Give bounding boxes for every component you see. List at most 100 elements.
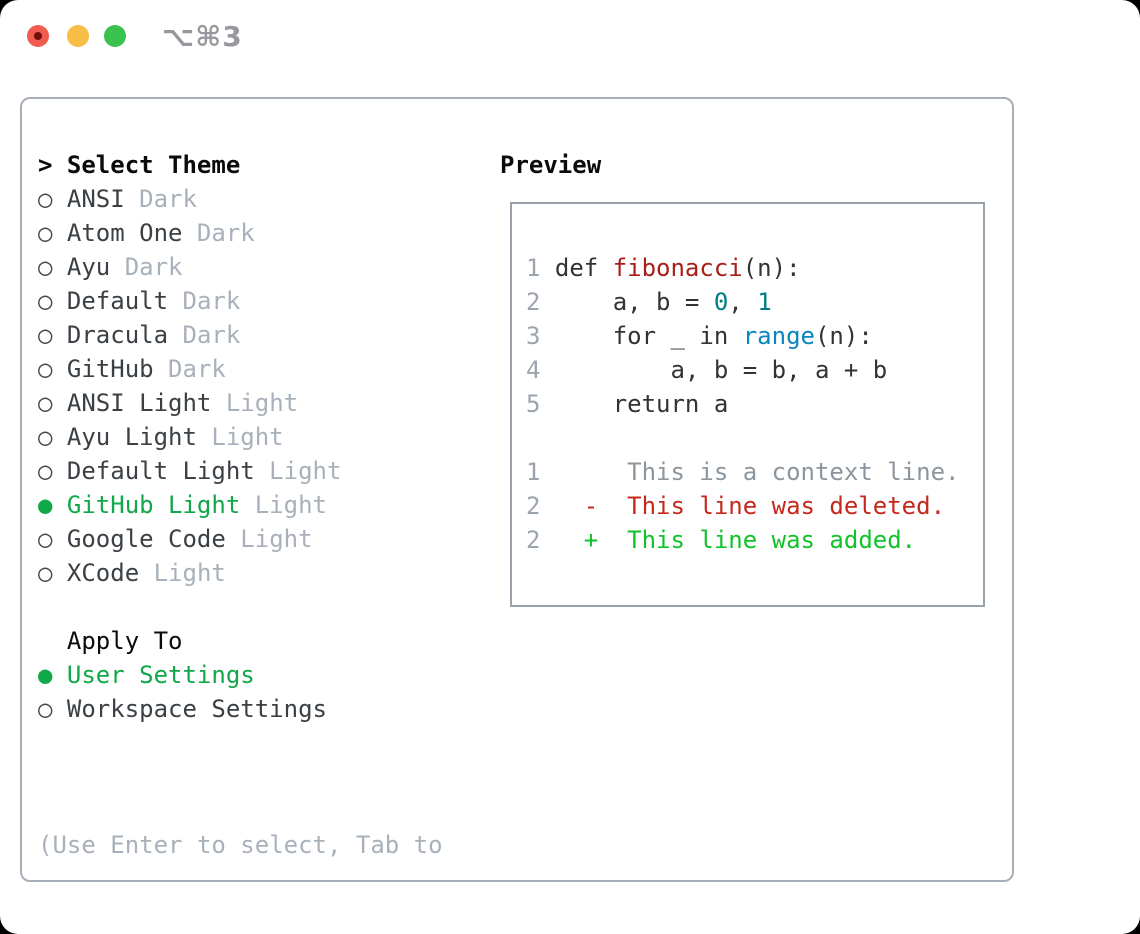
prompt-icon: >	[38, 151, 53, 179]
select-theme-header: > Select Theme	[38, 148, 341, 182]
code-segment: return a	[554, 390, 729, 418]
theme-name: User Settings	[66, 661, 255, 689]
radio-icon: ○	[38, 185, 53, 213]
theme-name: Atom One	[66, 219, 183, 247]
theme-name: Ayu	[66, 253, 111, 281]
theme-name: GitHub	[66, 355, 154, 383]
theme-name: GitHub Light	[66, 491, 241, 519]
apply-to-spacer	[38, 624, 67, 658]
line-number: 2	[526, 526, 541, 554]
code-segment: for _ in	[554, 322, 743, 350]
theme-list: ○ANSI Dark ○Atom One Dark ○Ayu Dark ○Def…	[38, 182, 341, 590]
code-segment: This is a context line.	[554, 458, 960, 486]
theme-variant: Dark	[124, 185, 197, 213]
theme-list-item[interactable]: ○ Google Code Light	[38, 522, 341, 556]
theme-variant: Dark	[110, 253, 183, 281]
radio-icon: ○	[38, 253, 53, 281]
radio-icon: ○	[38, 525, 53, 553]
preview-box: 1 def fibonacci(n): 2 a, b = 0, 1 3 for …	[510, 202, 985, 607]
line-number: 2	[526, 288, 541, 316]
theme-name: ANSI	[66, 185, 125, 213]
radio-icon: ●	[38, 491, 53, 519]
theme-name: Workspace Settings	[66, 695, 327, 723]
code-line: 2 - This line was deleted.	[526, 489, 983, 523]
theme-name: Default	[66, 287, 169, 315]
code-line: 1 This is a context line.	[526, 455, 983, 489]
theme-variant: Dark	[153, 355, 226, 383]
line-number: 1	[526, 254, 541, 282]
code-line: 2 a, b = 0, 1	[526, 285, 983, 319]
theme-picker-panel: >Select Theme ○ANSI Dark ○Atom One Dark …	[20, 97, 1014, 934]
code-segment: (n):	[742, 254, 801, 282]
radio-icon: ○	[38, 559, 53, 587]
theme-variant: Light	[225, 525, 313, 553]
theme-list-item[interactable]: ○Dracula Dark	[38, 318, 341, 352]
theme-name: ANSI Light	[66, 389, 212, 417]
minimize-button[interactable]	[67, 25, 89, 47]
select-theme-title: Select Theme	[66, 151, 241, 179]
apply-to-title: Apply To	[66, 627, 183, 655]
theme-list-item[interactable]: ○ Ayu Dark	[38, 250, 341, 284]
help-line: (Use Enter to select, Tab to	[38, 831, 443, 859]
theme-variant: Light	[211, 389, 299, 417]
line-number: 1	[526, 458, 541, 486]
theme-variant: Light	[196, 423, 284, 451]
code-line	[526, 421, 983, 455]
code-line: 2 + This line was added.	[526, 523, 983, 557]
line-number: 5	[526, 390, 541, 418]
theme-list-item[interactable]: ○Default Light Light	[38, 454, 341, 488]
theme-list-item[interactable]: ○ Workspace Settings	[38, 692, 327, 726]
code-line: 3 for _ in range(n):	[526, 319, 983, 353]
code-preview: 1 def fibonacci(n): 2 a, b = 0, 1 3 for …	[526, 251, 983, 557]
preview-title: Preview	[500, 151, 602, 179]
code-segment: - This line was deleted.	[554, 492, 946, 520]
theme-list-item[interactable]: ● User Settings	[38, 658, 327, 692]
code-segment: 0	[713, 288, 729, 316]
line-number	[526, 421, 555, 455]
help-text: (Use Enter to select, Tab to change focu…	[38, 760, 443, 934]
code-segment: a, b =	[554, 288, 714, 316]
theme-name: Default Light	[66, 457, 255, 485]
line-number: 2	[526, 492, 541, 520]
theme-list-item[interactable]: ○ ANSI Dark	[38, 182, 341, 216]
code-segment: def	[554, 254, 613, 282]
radio-icon: ○	[38, 695, 53, 723]
theme-list-item[interactable]: ○ Ayu Light Light	[38, 420, 341, 454]
radio-icon: ○	[38, 389, 53, 417]
theme-list-item[interactable]: ○ Atom One Dark	[38, 216, 341, 250]
window-shortcut-label: ⌥⌘3	[162, 20, 243, 53]
radio-icon: ○	[38, 423, 53, 451]
theme-name: Ayu Light	[66, 423, 197, 451]
code-line: 1 def fibonacci(n):	[526, 251, 983, 285]
theme-list-item[interactable]: ○Default Dark	[38, 284, 341, 318]
theme-list-item[interactable]: ○ GitHub Dark	[38, 352, 341, 386]
close-button[interactable]	[27, 25, 49, 47]
theme-variant: Light	[254, 457, 342, 485]
theme-variant: Dark	[182, 219, 255, 247]
theme-variant: Dark	[168, 321, 241, 349]
code-segment: a, b = b, a + b	[554, 356, 888, 384]
theme-list-item[interactable]: ○ ANSI Light Light	[38, 386, 341, 420]
radio-icon: ○	[38, 287, 53, 315]
line-number: 4	[526, 356, 541, 384]
theme-variant: Light	[240, 491, 327, 519]
code-segment: (n):	[814, 322, 873, 350]
apply-to-list: ● User Settings ○ Workspace Settings	[38, 658, 327, 726]
radio-icon: ●	[38, 661, 53, 689]
help-line: change focus)	[38, 930, 443, 934]
line-number: 3	[526, 322, 541, 350]
maximize-button[interactable]	[104, 25, 126, 47]
theme-list-item[interactable]: ● GitHub Light Light	[38, 488, 341, 522]
code-line: 4 a, b = b, a + b	[526, 353, 983, 387]
theme-name: Google Code	[66, 525, 226, 553]
theme-list-section: >Select Theme ○ANSI Dark ○Atom One Dark …	[38, 148, 341, 590]
radio-icon: ○	[38, 355, 53, 383]
theme-list-item[interactable]: ○XCode Light	[38, 556, 341, 590]
theme-name: XCode	[66, 559, 140, 587]
code-segment: fibonacci	[612, 254, 743, 282]
code-segment: + This line was added.	[554, 526, 917, 554]
radio-icon: ○	[38, 219, 53, 247]
apply-to-header: Apply To	[38, 624, 327, 658]
close-dot-icon	[34, 32, 42, 40]
